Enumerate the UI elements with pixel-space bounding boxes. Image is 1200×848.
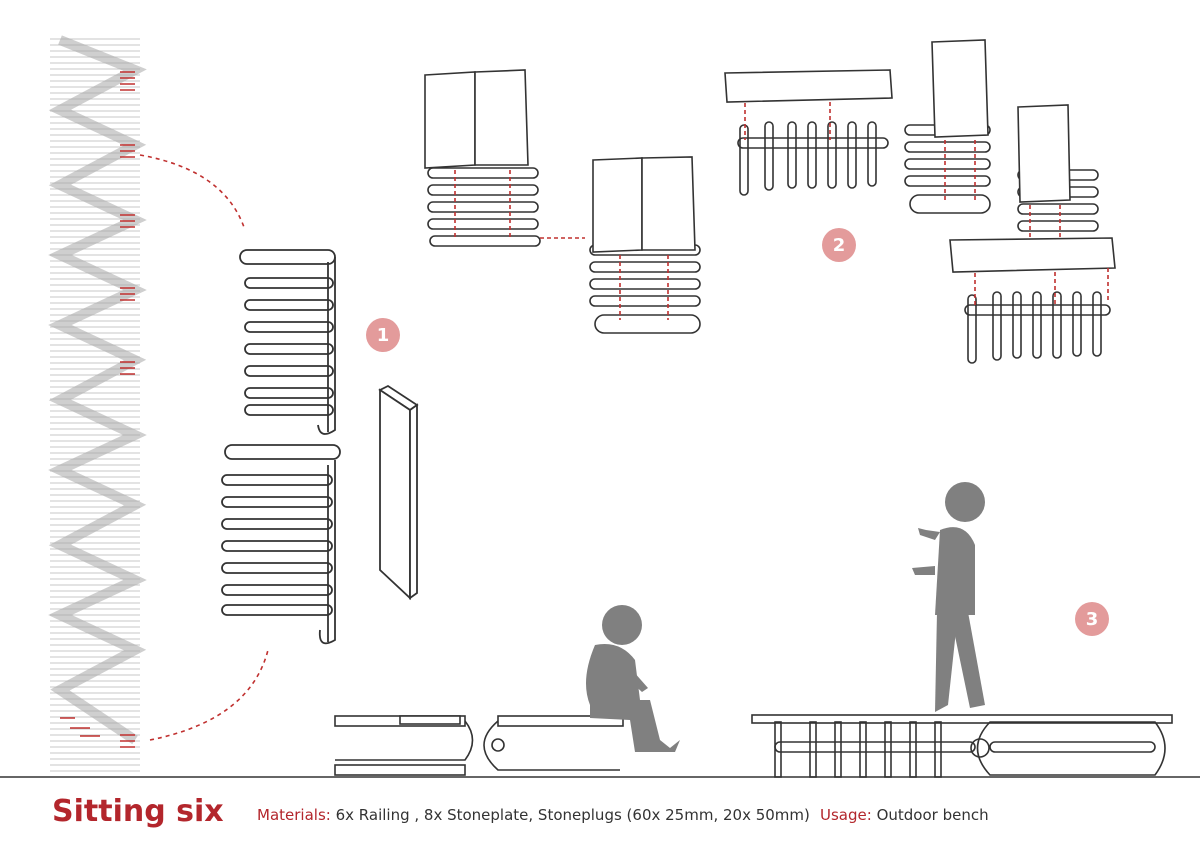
usage-value: Outdoor bench — [876, 806, 989, 824]
bench-module-b — [589, 156, 701, 334]
bench-scene-left — [334, 715, 624, 776]
usage-label: Usage: — [820, 806, 872, 824]
materials-label: Materials: — [257, 806, 331, 824]
railing-elevation — [48, 35, 147, 775]
stacked-module-d — [1017, 104, 1099, 240]
child-standing-silhouette — [912, 482, 985, 712]
page-title: Sitting six — [52, 794, 224, 829]
step-marker-1: 1 — [366, 318, 400, 352]
stacked-module-c — [904, 39, 991, 214]
guide-arc — [139, 154, 269, 741]
materials-text: Materials: 6x Railing , 8x Stoneplate, S… — [257, 806, 810, 824]
usage-text: Usage: Outdoor bench — [820, 806, 989, 824]
comb-railing-top — [724, 69, 893, 196]
step-marker-3: 3 — [1075, 602, 1109, 636]
materials-value: 6x Railing , 8x Stoneplate, Stoneplugs (… — [335, 806, 810, 824]
railing-coil-upper — [239, 249, 336, 435]
bench-module-a — [424, 69, 585, 247]
bench-scene-right — [751, 714, 1173, 778]
child-sitting-silhouette — [586, 605, 680, 752]
stone-plate — [378, 384, 419, 601]
step-marker-2: 2 — [822, 228, 856, 262]
railing-coil-lower — [221, 444, 341, 645]
caption-bar: Sitting six Materials: 6x Railing , 8x S… — [0, 778, 1200, 848]
comb-railing-bottom — [949, 237, 1116, 364]
